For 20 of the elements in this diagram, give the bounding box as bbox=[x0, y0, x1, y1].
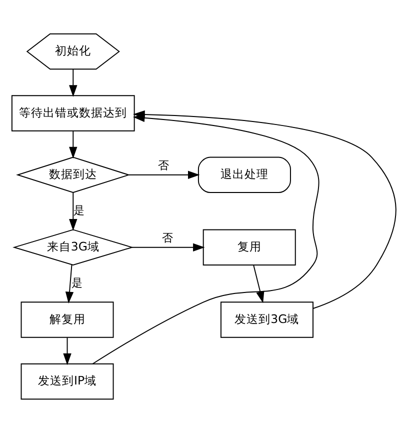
node-box: 发送到IP域 bbox=[20, 362, 114, 400]
arrow bbox=[132, 242, 205, 251]
node-box: 发送到3G域 bbox=[220, 301, 314, 338]
edge-label: 否 bbox=[162, 230, 174, 244]
edge-label: 是 bbox=[72, 276, 83, 289]
node-diamond: 来自3G域 bbox=[12, 228, 134, 265]
node-box: 退出处理 bbox=[198, 156, 291, 192]
node-box: 解复用 bbox=[20, 301, 114, 338]
node-diamond: 数据到达 bbox=[16, 156, 130, 193]
arrow bbox=[128, 170, 200, 179]
edge-label: 否 bbox=[158, 158, 169, 172]
node-box: 复用 bbox=[202, 228, 296, 265]
edge-label: 是 bbox=[74, 203, 85, 216]
arrow bbox=[69, 130, 78, 158]
node-box: 等待出错或数据达到 bbox=[11, 94, 135, 131]
arrow bbox=[253, 264, 264, 303]
arrow bbox=[63, 336, 72, 365]
arrow bbox=[69, 68, 78, 96]
arrow bbox=[65, 264, 74, 304]
arrow bbox=[69, 192, 78, 230]
